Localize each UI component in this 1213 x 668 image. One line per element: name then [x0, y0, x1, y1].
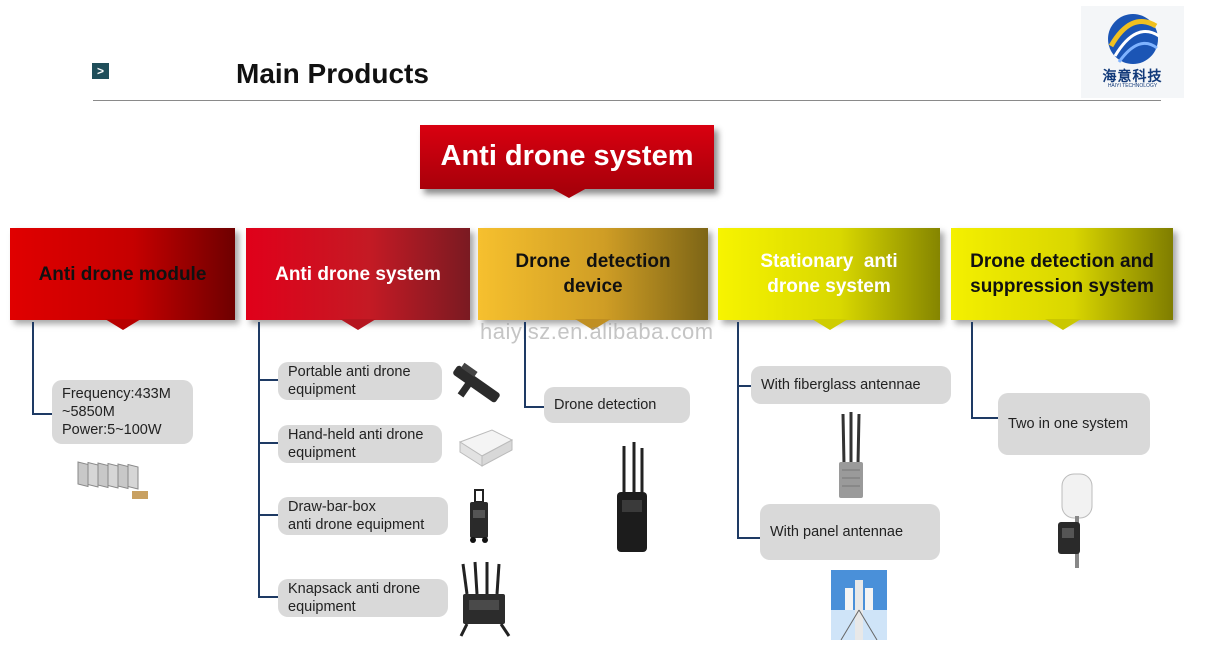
connector-line — [258, 322, 260, 597]
drone-gun-icon — [453, 362, 500, 403]
item-label: anti drone equipment — [288, 517, 425, 533]
category-pointer — [575, 319, 611, 330]
chevron-right-icon: > — [92, 63, 109, 79]
category-pointer — [812, 319, 848, 330]
dome-station-icon — [1058, 473, 1093, 568]
connector-line — [524, 406, 544, 408]
stationary-item-fiberglass: With fiberglass antennae — [751, 366, 951, 404]
company-logo: 海意科技 HAIYI TECHNOLOGY — [1081, 6, 1184, 98]
item-label: equipment — [288, 599, 356, 615]
system-item-portable: Portable anti drone equipment — [278, 362, 442, 400]
item-label: Hand-held anti drone — [288, 427, 424, 443]
item-label: Knapsack anti drone — [288, 581, 421, 597]
stationary-item-panel: With panel antennae — [760, 504, 940, 560]
connector-line — [32, 322, 34, 414]
category-drone-detection-device: Drone detection device — [478, 228, 708, 320]
panel-antenna-tower-icon — [831, 570, 887, 640]
category-label: device — [563, 276, 623, 297]
banner-pointer — [551, 188, 587, 198]
item-label: With fiberglass antennae — [761, 377, 921, 393]
item-label: Two in one system — [1008, 416, 1129, 432]
title-divider — [93, 100, 1161, 101]
category-label: drone system — [767, 276, 891, 297]
connector-line — [524, 322, 526, 407]
category-pointer — [340, 319, 376, 330]
detector-antenna-icon — [617, 442, 647, 552]
backpack-jammer-icon — [459, 561, 511, 637]
category-pointer — [105, 319, 141, 330]
trolley-case-icon — [470, 489, 488, 543]
spec-frequency-range: ~5850M — [62, 404, 115, 420]
item-label: Portable anti drone — [288, 364, 411, 380]
detection-item: Drone detection — [544, 387, 690, 423]
suppression-item: Two in one system — [998, 393, 1150, 455]
connector-line — [258, 379, 278, 381]
item-label: With panel antennae — [770, 524, 904, 540]
connector-line — [737, 537, 760, 539]
page-title: Main Products — [236, 58, 429, 89]
spec-frequency: Frequency:433M — [62, 386, 171, 402]
system-item-drawbar: Draw-bar-box anti drone equipment — [278, 497, 448, 535]
item-label: equipment — [288, 382, 356, 398]
system-item-handheld: Hand-held anti drone equipment — [278, 425, 442, 463]
module-board-icon — [77, 461, 148, 499]
connector-line — [258, 596, 278, 598]
category-detection-suppression: Drone detection and suppression system — [951, 228, 1173, 320]
connector-line — [971, 417, 998, 419]
main-banner: Anti drone system — [420, 125, 714, 189]
spec-power: Power:5~100W — [62, 422, 162, 438]
watermark: haiyisz.en.alibaba.com — [480, 319, 714, 344]
connector-line — [737, 322, 739, 538]
category-anti-drone-module: Anti drone module — [10, 228, 235, 320]
category-label: Anti drone system — [275, 263, 441, 285]
connector-line — [32, 413, 52, 415]
item-label: equipment — [288, 445, 356, 461]
handheld-jammer-icon — [458, 429, 514, 467]
module-spec-box: Frequency:433M ~5850M Power:5~100W — [52, 380, 193, 444]
fiberglass-antenna-icon — [839, 412, 863, 498]
connector-line — [258, 514, 278, 516]
category-label: Stationary anti — [760, 251, 898, 272]
category-label: Drone detection — [515, 251, 671, 272]
category-label: Anti drone module — [38, 263, 207, 285]
logo-subtext: HAIYI TECHNOLOGY — [1107, 83, 1158, 89]
category-stationary-anti-drone: Stationary anti drone system — [718, 228, 940, 320]
connector-line — [737, 385, 751, 387]
category-label: suppression system — [970, 276, 1154, 297]
category-label: Drone detection and — [970, 251, 1154, 272]
item-label: Drone detection — [554, 397, 657, 413]
category-pointer — [1045, 319, 1081, 330]
logo-text: 海意科技 — [1102, 68, 1163, 84]
item-label: Draw-bar-box — [288, 499, 376, 515]
system-item-knapsack: Knapsack anti drone equipment — [278, 579, 448, 617]
connector-line — [971, 322, 973, 418]
haiyi-logo-icon — [1108, 14, 1160, 64]
category-anti-drone-system: Anti drone system — [246, 228, 470, 320]
connector-line — [258, 442, 278, 444]
